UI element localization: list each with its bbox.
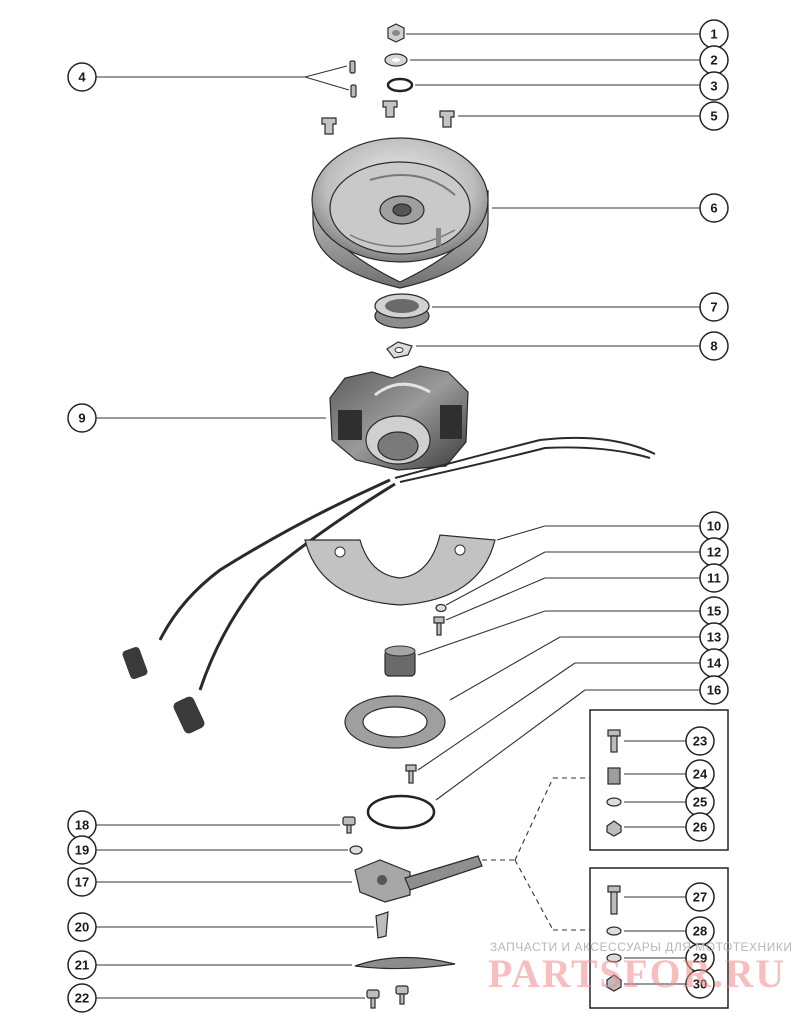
svg-text:4: 4 — [78, 70, 86, 85]
callout-23: 23 — [685, 726, 715, 756]
svg-text:6: 6 — [710, 201, 717, 216]
part-flywheel-6 — [311, 137, 489, 289]
part-screw-14 — [405, 764, 417, 784]
part-spring-21 — [354, 956, 456, 970]
callout-14: 14 — [699, 648, 729, 678]
part-leads-9 — [122, 436, 656, 734]
part-screw-27 — [607, 885, 621, 915]
part-shield-10 — [304, 534, 496, 606]
svg-text:16: 16 — [707, 683, 721, 698]
part-ring-3 — [386, 77, 414, 93]
svg-text:18: 18 — [75, 818, 89, 833]
svg-text:27: 27 — [693, 890, 707, 905]
callout-12: 12 — [699, 537, 729, 567]
svg-text:22: 22 — [75, 991, 89, 1006]
part-screw-23 — [607, 729, 621, 753]
part-stator-9 — [329, 365, 469, 471]
part-pins-4 — [349, 60, 357, 98]
svg-text:20: 20 — [75, 920, 89, 935]
callout-13: 13 — [699, 622, 729, 652]
part-nut-30 — [606, 974, 622, 992]
callout-17: 17 — [67, 867, 97, 897]
part-screw-18 — [342, 816, 356, 834]
detail-box-upper — [589, 709, 729, 851]
callout-25: 25 — [685, 787, 715, 817]
part-ring-16 — [366, 794, 436, 830]
svg-text:14: 14 — [707, 656, 722, 671]
callout-18: 18 — [67, 810, 97, 840]
svg-text:23: 23 — [693, 734, 707, 749]
svg-text:21: 21 — [75, 958, 89, 973]
callout-30: 30 — [685, 969, 715, 999]
part-washer-12 — [435, 603, 447, 613]
part-washer-25 — [606, 797, 622, 807]
callout-3: 3 — [699, 71, 729, 101]
svg-text:13: 13 — [707, 630, 721, 645]
callout-4: 4 — [67, 62, 97, 92]
svg-text:29: 29 — [693, 951, 707, 966]
callout-22: 22 — [67, 983, 97, 1013]
svg-text:30: 30 — [693, 977, 707, 992]
part-screw-11 — [433, 616, 445, 636]
callout-26: 26 — [685, 812, 715, 842]
svg-text:1: 1 — [710, 27, 717, 42]
callout-9: 9 — [67, 403, 97, 433]
callout-11: 11 — [699, 563, 729, 593]
watermark-tagline: ЗАПЧАСТИ И АКСЕССУАРЫ ДЛЯ МОТОТЕХНИКИ — [490, 940, 792, 954]
part-washer-29 — [606, 953, 622, 963]
svg-text:19: 19 — [75, 843, 89, 858]
callout-20: 20 — [67, 912, 97, 942]
part-spacer-24 — [607, 767, 621, 785]
svg-text:15: 15 — [707, 604, 721, 619]
svg-text:10: 10 — [707, 519, 721, 534]
part-sleeve-15 — [384, 645, 416, 677]
leader-lines — [96, 33, 700, 999]
callout-16: 16 — [699, 675, 729, 705]
svg-text:2: 2 — [710, 53, 717, 68]
part-magnets-5 — [321, 100, 455, 135]
callout-28: 28 — [685, 916, 715, 946]
callout-2: 2 — [699, 45, 729, 75]
detail-box-lower — [589, 867, 729, 1009]
callout-5: 5 — [699, 101, 729, 131]
watermark-logo: PARTSFOR.RU — [488, 951, 786, 996]
svg-text:28: 28 — [693, 924, 707, 939]
part-washer-28 — [606, 926, 622, 936]
callout-8: 8 — [699, 331, 729, 361]
callout-21: 21 — [67, 950, 97, 980]
part-screws-22 — [366, 985, 409, 1009]
svg-text:5: 5 — [710, 109, 717, 124]
callout-6: 6 — [699, 193, 729, 223]
svg-text:25: 25 — [693, 795, 707, 810]
svg-text:24: 24 — [693, 767, 708, 782]
svg-text:26: 26 — [693, 820, 707, 835]
callout-24: 24 — [685, 759, 715, 789]
callout-19: 19 — [67, 835, 97, 865]
svg-text:3: 3 — [710, 79, 717, 94]
callout-29: 29 — [685, 943, 715, 973]
part-washer-19 — [349, 845, 363, 855]
svg-text:12: 12 — [707, 545, 721, 560]
callout-1: 1 — [699, 19, 729, 49]
part-bushing-7 — [374, 293, 430, 329]
part-bracket-17 — [354, 855, 483, 903]
part-clip-20 — [375, 911, 389, 939]
svg-text:8: 8 — [710, 339, 717, 354]
svg-text:9: 9 — [78, 411, 85, 426]
callout-15: 15 — [699, 596, 729, 626]
callout-7: 7 — [699, 292, 729, 322]
svg-text:17: 17 — [75, 875, 89, 890]
callout-10: 10 — [699, 511, 729, 541]
part-washer-2 — [384, 53, 408, 67]
part-nut-1 — [387, 23, 405, 43]
svg-text:7: 7 — [710, 300, 717, 315]
svg-text:11: 11 — [707, 571, 721, 586]
part-gasket-8 — [386, 341, 413, 359]
part-plate-13 — [344, 695, 446, 749]
part-nut-26 — [606, 820, 622, 837]
callout-27: 27 — [685, 882, 715, 912]
